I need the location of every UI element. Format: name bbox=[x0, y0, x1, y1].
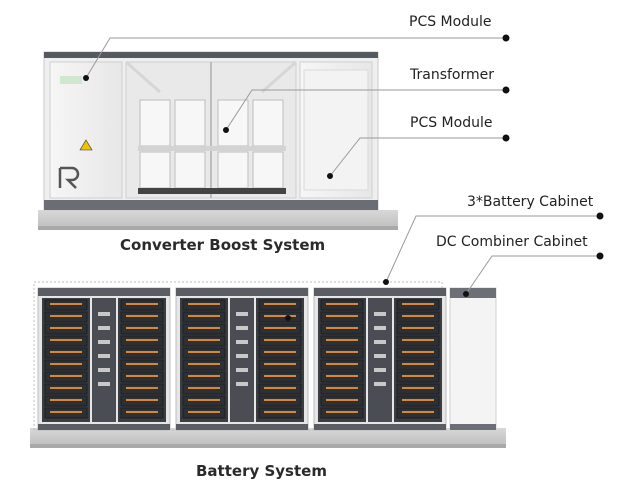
callout-dot bbox=[596, 252, 604, 260]
callout-dot bbox=[285, 315, 291, 321]
caption-battery-system: Battery System bbox=[196, 462, 327, 480]
callout-dot bbox=[383, 279, 389, 285]
callout-dot bbox=[502, 86, 510, 94]
battery-cabinet-2 bbox=[175, 287, 309, 431]
callout-lines bbox=[85, 37, 600, 295]
callout-dot bbox=[502, 134, 510, 142]
callout-transformer: Transformer bbox=[410, 67, 495, 83]
callout-dot bbox=[327, 173, 333, 179]
dc-combiner-cabinet bbox=[449, 287, 497, 431]
callout-dot bbox=[223, 127, 229, 133]
battery-cabinet-1 bbox=[37, 287, 171, 431]
callout-dot bbox=[463, 291, 469, 297]
battery-cabinet-3 bbox=[313, 287, 447, 431]
callout-dot bbox=[596, 212, 604, 220]
converter-container bbox=[43, 51, 379, 211]
battery-base bbox=[30, 428, 506, 448]
callout-dot bbox=[83, 75, 89, 81]
callout-pcs-module-top: PCS Module bbox=[409, 14, 492, 30]
callout-pcs-module-right: PCS Module bbox=[410, 115, 493, 131]
battery-cabinets bbox=[37, 287, 447, 431]
caption-converter-boost-system: Converter Boost System bbox=[120, 236, 326, 254]
callout-dc-combiner: DC Combiner Cabinet bbox=[436, 234, 588, 250]
logo-icon bbox=[58, 166, 80, 189]
warning-triangle-icon bbox=[79, 139, 93, 151]
callout-dot bbox=[502, 34, 510, 42]
callout-battery-cabinet: 3*Battery Cabinet bbox=[467, 194, 594, 210]
converter-base bbox=[38, 210, 398, 230]
